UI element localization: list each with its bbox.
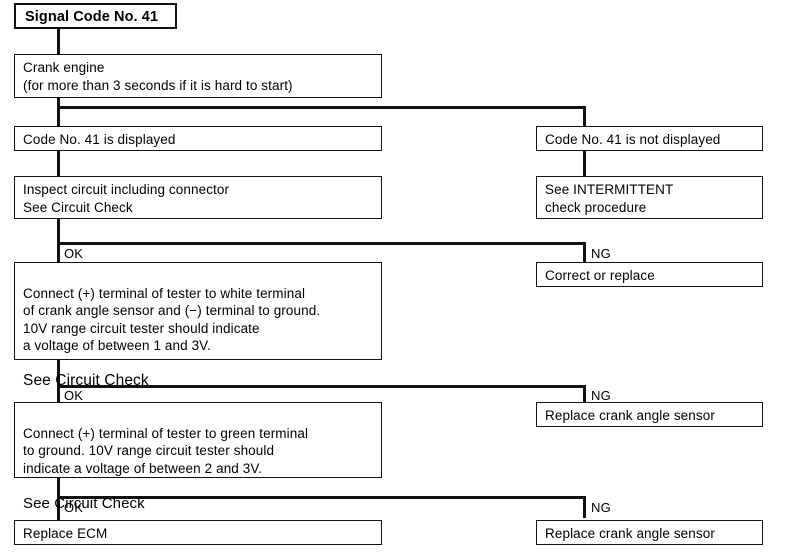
connector-crank-to-split (57, 98, 60, 130)
branch-label-ng-1: NG (591, 246, 611, 261)
node-title-signal-code: Signal Code No. 41 (14, 3, 177, 29)
connector-white-test-to-split3 (57, 360, 60, 408)
node-test-white-terminal-text: Connect (+) terminal of tester to white … (23, 285, 321, 354)
node-replace-sensor-1: Replace crank angle sensor (536, 402, 763, 427)
node-correct-or-replace: Correct or replace (536, 262, 763, 287)
branch-label-ok-2: OK (64, 388, 84, 403)
connector-split-bar-1 (57, 106, 586, 109)
node-code-displayed: Code No. 41 is displayed (14, 126, 382, 151)
connector-split4-to-replace-sensor2 (583, 496, 586, 518)
connector-split-bar-3 (57, 385, 586, 388)
node-test-white-terminal-note: See Circuit Check (23, 372, 149, 389)
node-test-green-terminal-note: See Circuit Check (23, 494, 145, 512)
node-replace-sensor-2: Replace crank angle sensor (536, 520, 763, 545)
connector-green-test-to-split4 (57, 476, 60, 524)
connector-not-displayed-to-intermittent (583, 150, 586, 178)
node-test-green-terminal: Connect (+) terminal of tester to green … (14, 402, 382, 512)
connector-split-to-not-displayed (583, 106, 586, 130)
connector-split-bar-4 (57, 496, 586, 499)
branch-label-ng-3: NG (591, 500, 611, 515)
node-test-white-terminal: Connect (+) terminal of tester to white … (14, 262, 382, 389)
node-replace-ecm: Replace ECM (14, 520, 382, 545)
branch-label-ok-1: OK (64, 246, 84, 261)
connector-title-to-crank (57, 28, 60, 54)
node-inspect-circuit: Inspect circuit including connector See … (14, 176, 382, 219)
branch-label-ng-2: NG (591, 388, 611, 403)
connector-split2-to-correct (583, 242, 586, 264)
node-code-not-displayed: Code No. 41 is not displayed (536, 126, 763, 151)
node-crank-engine: Crank engine (for more than 3 seconds if… (14, 54, 382, 98)
connector-displayed-to-inspect (57, 150, 60, 178)
connector-split-bar-2 (57, 242, 586, 245)
connector-split3-to-replace-sensor1 (583, 385, 586, 407)
node-see-intermittent: See INTERMITTENT check procedure (536, 176, 763, 219)
branch-label-ok-3: OK (64, 500, 84, 515)
node-test-green-terminal-text: Connect (+) terminal of tester to green … (23, 425, 309, 476)
